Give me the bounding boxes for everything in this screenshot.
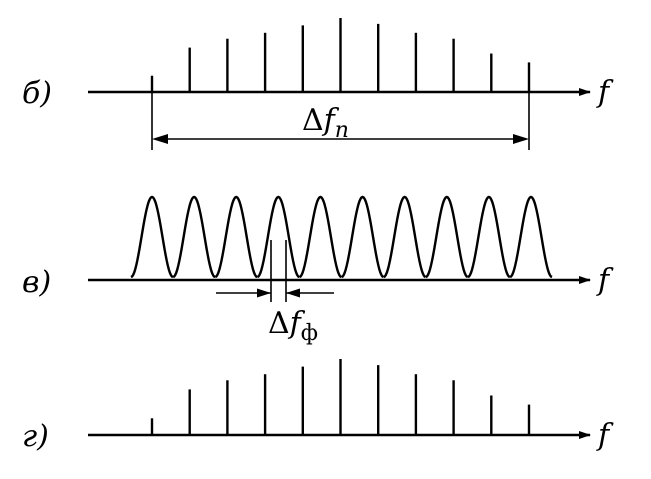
- filter-response-curve: [130, 195, 174, 279]
- panel-g-axis-label: f: [596, 418, 614, 453]
- panel-v-label: в): [22, 265, 51, 300]
- panel-v: в) f Δfф: [22, 195, 614, 346]
- bandwidth-annotation: Δfn: [302, 103, 349, 143]
- panel-b: б) f Δfn: [22, 18, 614, 150]
- panel-v-axis-label: f: [596, 263, 614, 298]
- panel-b-spectral-lines: [150, 18, 531, 92]
- panel-g: г) f: [22, 359, 614, 454]
- bandwidth-right-arrow-icon: [513, 134, 529, 144]
- filter-width-annotation: Δfф: [268, 306, 318, 346]
- filter-response-curve: [383, 195, 427, 279]
- filter-width-left-arrow-icon: [257, 288, 271, 298]
- bandwidth-left-arrow-icon: [152, 134, 168, 144]
- filter-response-curve: [509, 195, 553, 279]
- filter-response-curve: [214, 195, 258, 279]
- panel-v-filter-responses: [130, 195, 553, 279]
- filter-response-curve: [172, 195, 216, 279]
- filter-response-curve: [256, 195, 300, 279]
- panel-g-label: г): [22, 419, 49, 454]
- panel-b-axis-label: f: [596, 75, 614, 110]
- filter-width-right-arrow-icon: [286, 288, 300, 298]
- filter-response-curve: [341, 195, 385, 279]
- filter-response-curve: [425, 195, 469, 279]
- filter-width-dimension: Δfф: [216, 240, 334, 346]
- panel-g-spectral-lines: [150, 359, 531, 435]
- bandwidth-dimension: Δfn: [151, 92, 530, 150]
- panel-b-label: б): [22, 76, 52, 111]
- filter-response-curve: [467, 195, 511, 279]
- filter-response-curve: [298, 195, 342, 279]
